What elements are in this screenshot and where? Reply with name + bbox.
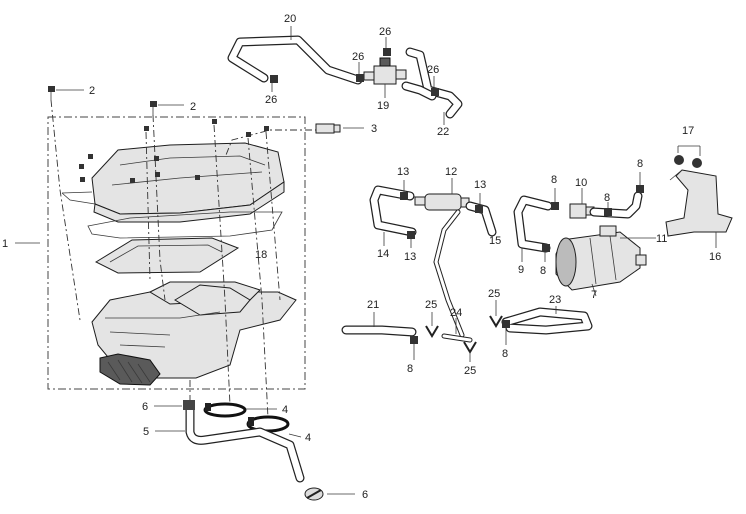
cover-gasket [87,211,283,239]
long-vent-line [433,209,465,338]
assembly-guide-lines [50,99,327,419]
bolt-2-left [48,86,84,100]
bolt-2-center [150,101,184,115]
callout-8: 8 [604,192,610,204]
hose-24 [441,318,473,343]
callout-9: 9 [518,264,524,276]
hose-clamps-13 [400,180,483,248]
hose-23 [501,306,593,335]
cover-screws [79,119,269,183]
callout-22: 22 [437,126,449,138]
assembly-boundary-box [47,116,306,390]
callout-4: 4 [282,404,288,416]
callout-26: 26 [427,64,439,76]
hose-14 [369,185,417,246]
hose-clamps-8-upper [542,172,644,262]
callout-15: 15 [489,235,501,247]
hose-11 [589,191,643,219]
callout-25: 25 [425,299,437,311]
callout-18: 18 [255,249,267,261]
callout-26: 26 [379,26,391,38]
grommets-17 [674,145,702,168]
callout-17: 17 [682,125,694,137]
sensor-part [315,123,364,134]
air-box-assembly [15,116,306,390]
callout-13: 13 [397,166,409,178]
callout-23: 23 [549,294,561,306]
callout-6: 6 [362,489,368,501]
callout-8: 8 [407,363,413,375]
callout-14: 14 [377,248,389,260]
callout-25: 25 [464,365,476,377]
filter-element [94,237,240,274]
callout-26: 26 [265,94,277,106]
callout-21: 21 [367,299,379,311]
breather-hose-link [401,81,437,101]
callout-5: 5 [143,426,149,438]
purge-valve-12 [414,178,470,211]
callout-labels: 1 2 2 3 4 4 5 6 6 7 8 8 8 8 8 8 9 10 11 … [2,13,721,501]
hose-9 [513,195,553,262]
callout-16: 16 [709,251,721,263]
callout-20: 20 [284,13,296,25]
callout-10: 10 [575,177,587,189]
callout-26: 26 [352,51,364,63]
breather-hose-20 [227,26,363,85]
callout-12: 12 [445,166,457,178]
air-box-lower-case [91,281,297,386]
tees-25 [425,300,503,362]
hose-clamp-upper [203,402,277,418]
callout-3: 3 [371,123,377,135]
callout-19: 19 [377,100,389,112]
canister-bracket-16 [665,169,733,248]
callout-24: 24 [450,307,462,319]
callout-6: 6 [142,401,148,413]
air-box-cover [61,142,285,223]
callout-1: 1 [2,238,8,250]
callout-25: 25 [488,288,500,300]
drain-clip-upper [154,400,195,410]
callout-8: 8 [551,174,557,186]
callout-8: 8 [540,265,546,277]
canister-7 [555,225,656,297]
callout-13: 13 [404,251,416,263]
drain-clip-lower [304,487,355,501]
callout-7: 7 [591,289,597,301]
breather-valve-19 [363,57,407,98]
callout-8: 8 [502,348,508,360]
callout-13: 13 [474,179,486,191]
callout-2: 2 [190,101,196,113]
hose-21 [341,312,417,337]
hose-clamps-26 [270,37,439,96]
callout-11: 11 [656,233,667,245]
callout-2: 2 [89,85,95,97]
hose-clamps-8-lower [410,320,510,360]
callout-4: 4 [305,432,311,444]
callout-8: 8 [637,158,643,170]
drain-hose [155,405,305,483]
